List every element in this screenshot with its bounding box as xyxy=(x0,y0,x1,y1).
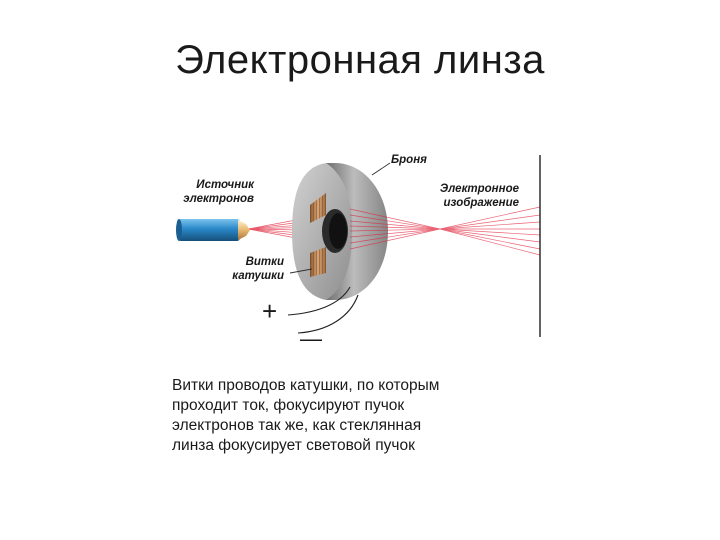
label-turns-line2: катушки xyxy=(232,270,284,282)
caption-text: Витки проводов катушки, по которым прохо… xyxy=(172,376,512,456)
plus-terminal: + xyxy=(262,296,278,326)
label-coil-turns: Витки катушки xyxy=(214,255,284,283)
electron-lens-diagram: Источник электронов Броня Электронное из… xyxy=(150,145,550,351)
lens-illustration xyxy=(176,155,541,337)
label-image-line2: изображение xyxy=(443,197,519,209)
label-electron-image: Электронное изображение xyxy=(417,182,519,210)
label-electron-source: Источник электронов xyxy=(166,178,254,206)
label-source-line1: Источник xyxy=(196,179,254,191)
caption-line: проходит ток, фокусируют пучок xyxy=(172,397,405,414)
electron-beam-right xyxy=(349,206,541,256)
minus-terminal: — xyxy=(300,326,322,351)
slide-title: Электронная линза xyxy=(175,38,545,82)
caption-line: Витки проводов катушки, по которым xyxy=(172,377,440,394)
armor-shell xyxy=(292,163,388,300)
leader-lines xyxy=(289,162,391,274)
caption-line: линза фокусирует световой пучок xyxy=(172,437,415,454)
coil-wires xyxy=(287,286,359,334)
label-image-line1: Электронное xyxy=(439,183,519,195)
label-source-line2: электронов xyxy=(183,193,254,205)
electron-source xyxy=(176,219,250,241)
label-turns-line1: Витки xyxy=(245,256,284,268)
caption-line: электронов так же, как стеклянная xyxy=(172,417,422,434)
label-armor: Броня xyxy=(391,154,427,166)
